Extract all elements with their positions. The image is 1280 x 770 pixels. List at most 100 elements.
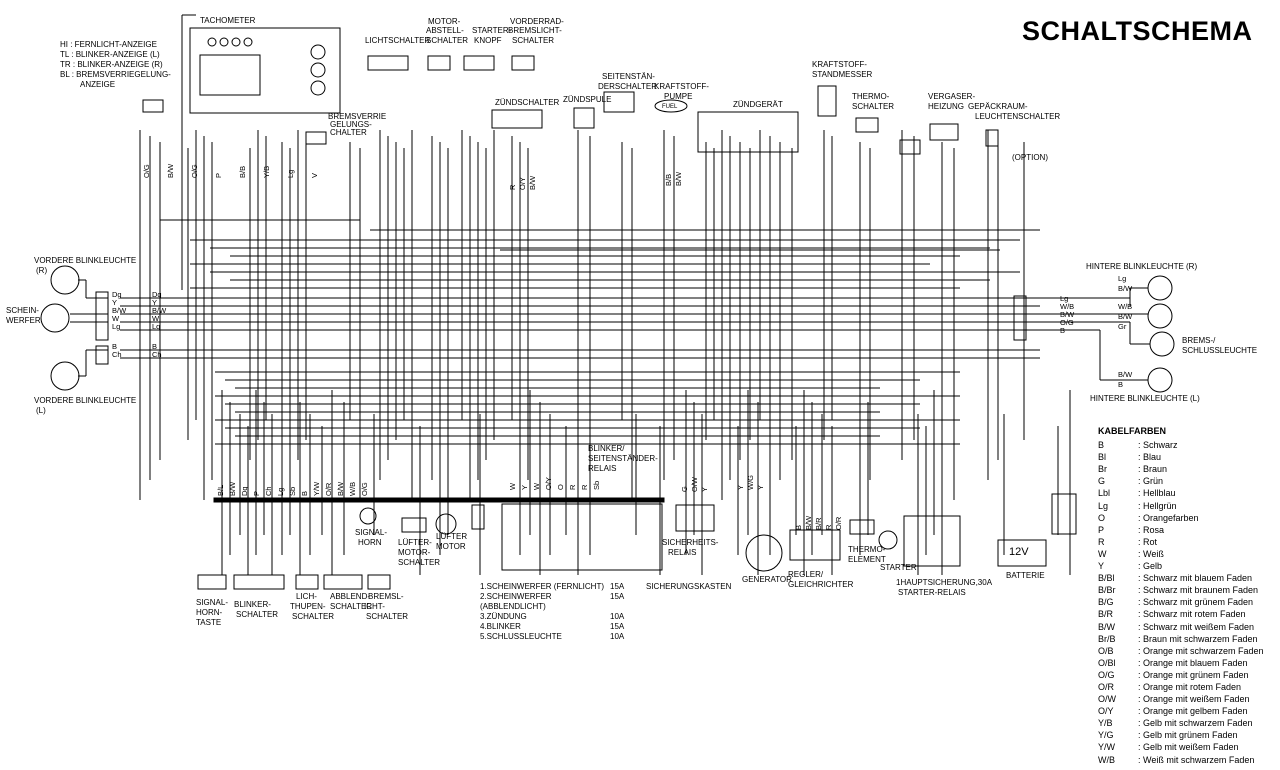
legend-item: P: Rosa: [1098, 524, 1278, 536]
indicator-legend-item: BL : BREMSVERRIEGELUNG-: [60, 70, 171, 79]
wire-color-label: B/B: [664, 173, 673, 186]
regulator-box: [789, 529, 841, 561]
legend-code: R: [1098, 536, 1105, 547]
legend-code: B/R: [1098, 609, 1114, 620]
fan-motor-label: MOTOR: [436, 542, 466, 551]
rear-brake-switch-label: BREMSL-: [368, 592, 404, 601]
turn-switch-label: BLINKER-: [234, 600, 271, 609]
wire-harness: [70, 14, 1150, 575]
battery-box: [997, 539, 1047, 567]
wire-color-label: Ch: [152, 350, 162, 359]
wire-color-label: P: [214, 172, 223, 178]
legend-code: Y/G: [1098, 730, 1114, 741]
wire-color-label: Y: [112, 298, 118, 307]
horn-label: SIGNAL-: [355, 528, 388, 537]
starter-button-label: STARTER-: [472, 26, 512, 35]
turn-switch-label: SCHALTER: [236, 610, 279, 619]
wire-color-label: Lg: [152, 322, 161, 331]
fuel-pump-icon: [654, 99, 688, 113]
wire-color-label: Lg: [1060, 294, 1069, 303]
legend-desc: : Schwarz mit weißem Faden: [1138, 621, 1255, 632]
kill-switch-label: MOTOR-: [428, 17, 461, 26]
legend-item: W/B: Weiß mit schwarzem Faden: [1098, 754, 1278, 766]
legend-item: O/R: Orange mit rotem Faden: [1098, 681, 1278, 693]
thermo-element-icon: [849, 519, 875, 535]
indicator-legend: HI : FERNLICHT-ANZEIGE TL : BLINKER-ANZE…: [60, 40, 171, 90]
legend-desc: : Orange mit rotem Faden: [1138, 681, 1242, 692]
tachometer-display: [199, 54, 261, 96]
wire-color-label: Lg: [276, 487, 285, 496]
legend-code: Br/B: [1098, 633, 1116, 644]
connector-icon: [929, 123, 959, 141]
dimmer-switch-icon: [323, 574, 363, 590]
horn-icon: [359, 507, 377, 525]
wire-color-label: Sb: [592, 480, 601, 490]
brake-lock-switch-label: CHALTER: [330, 128, 367, 137]
legend-item: Lg: Hellgrün: [1098, 500, 1278, 512]
generator-label: GENERATOR: [742, 575, 792, 584]
horn-button-icon: [197, 574, 227, 590]
side-stand-switch-icon: [603, 91, 635, 113]
wire-color-label: B/W: [804, 515, 813, 530]
legend-item: O/W: Orange mit weißem Faden: [1098, 693, 1278, 705]
legend-desc: : Braun: [1138, 464, 1168, 475]
legend-code: B/Bl: [1098, 573, 1115, 584]
legend-code: O/Bl: [1098, 657, 1116, 668]
option-label: (OPTION): [1012, 153, 1048, 162]
fan-motor-label: LÜFTER: [436, 532, 468, 541]
fuse-list: 1.SCHEINWERFER (FERNLICHT)15A 2.SCHEINWE…: [480, 582, 624, 642]
gauge-icon: [219, 37, 229, 47]
brake-light-label: BREMS-/: [1182, 336, 1216, 345]
legend-desc: : Gelb: [1138, 561, 1163, 572]
starter-relay-box: [903, 515, 961, 567]
wire-color-label: W: [112, 314, 120, 323]
wire-color-label: Dg: [112, 290, 122, 299]
rear-turn-signal-right-icon: [1147, 275, 1173, 301]
legend-item: Y: Gelb: [1098, 560, 1278, 572]
fuse-item: 2.SCHEINWERFER (ABBLENDLICHT)15A: [480, 592, 625, 611]
tachometer-box: [189, 27, 341, 114]
legend-desc: : Grün: [1138, 476, 1164, 487]
wire-color-label: W: [152, 314, 160, 323]
thermo-switch-label: THERMO-: [852, 92, 890, 101]
relay-label: RELAIS: [588, 464, 617, 473]
legend-item: Lbl: Hellblau: [1098, 487, 1278, 499]
wire-color-label: R: [568, 484, 577, 490]
ignition-switch-label: ZÜNDSCHALTER: [495, 98, 560, 107]
generator-icon: [745, 534, 783, 572]
thermo-element-label: THERMO-: [848, 545, 886, 554]
wire-color-label: O/G: [190, 164, 199, 178]
fuel-gauge-label: KRAFTSTOFF-: [812, 60, 867, 69]
wire-color-label: B/W: [166, 163, 175, 178]
wire-color-label: Y: [700, 486, 709, 492]
ignitor-box: [697, 111, 799, 153]
legend-code: B: [1098, 440, 1105, 451]
legend-item: B: Schwarz: [1098, 439, 1278, 451]
wire-color-label: B: [300, 490, 309, 496]
legend-item: G: Grün: [1098, 475, 1278, 487]
legend-item: B/R: Schwarz mit rotem Faden: [1098, 608, 1278, 620]
wire-color-label: B: [794, 524, 803, 530]
passing-switch-label: THUPEN-: [290, 602, 326, 611]
wire-color-label: B/B: [238, 165, 247, 178]
thermo-switch-icon: [855, 117, 879, 133]
brake-light-label: SCHLUSSLEUCHTE: [1182, 346, 1258, 355]
fuel-gauge-label: STANDMESSER: [812, 70, 873, 79]
wire-color-label: B/W: [152, 306, 167, 315]
headlight-label: SCHEIN-: [6, 306, 39, 315]
front-turn-signal-left-icon: [50, 361, 80, 391]
fuse-item: 1.SCHEINWERFER (FERNLICHT)15A: [480, 582, 625, 591]
indicator-hi-lamp-icon: [310, 44, 326, 60]
legend-desc: : Schwarz mit grünem Faden: [1138, 597, 1254, 608]
legend-code: B/W: [1098, 621, 1115, 632]
legend-item: O/G: Orange mit grünem Faden: [1098, 669, 1278, 681]
legend-desc: : Orangefarben: [1138, 512, 1199, 523]
wire-color-label: Ch: [112, 350, 122, 359]
wire-color-label: B/W: [1118, 284, 1133, 293]
fan-switch-label: MOTOR-: [398, 548, 431, 557]
connector-icon: [463, 55, 495, 71]
connector-icon: [1013, 295, 1027, 341]
wire-color-label: V: [310, 172, 319, 178]
legend-desc: : Orange mit grünem Faden: [1138, 669, 1249, 680]
